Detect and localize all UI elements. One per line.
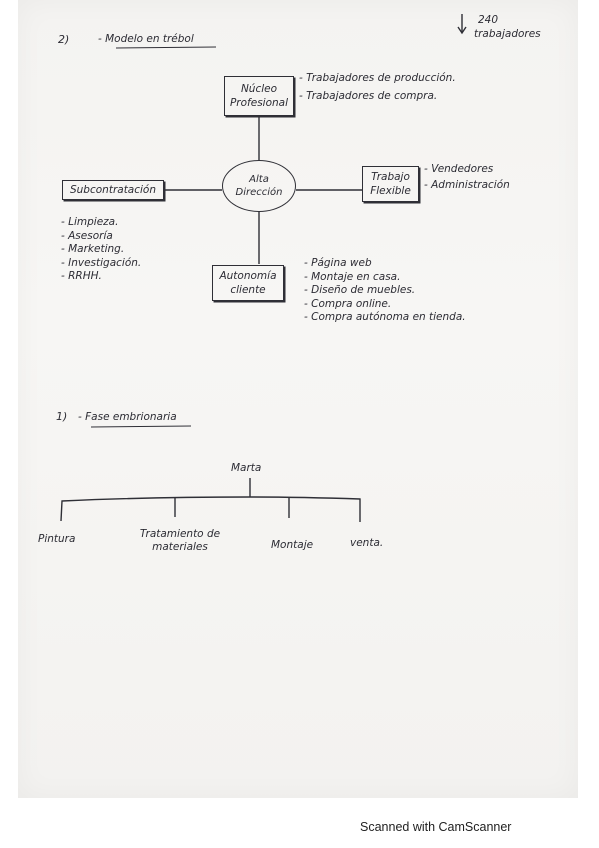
underline-clover [115,46,217,49]
sub-item-1: - Limpieza. [61,216,119,228]
subcontratacion-items: - Limpieza. - Asesoría - Marketing. - In… [61,216,141,284]
nucleo-profesional-box: Núcleo Profesional [224,76,294,116]
alta-direccion-oval: Alta Dirección [222,160,296,212]
nucleo-line1: Núcleo [240,82,278,95]
trabajo-line1: Trabajo [371,170,410,183]
nucleo-item-1: - Trabajadores de producción. [299,72,456,84]
scanned-page [18,0,578,798]
sub-item-3: - Marketing. [61,243,125,256]
underline-phase [90,425,192,428]
tree-root-label: Marta [231,462,262,474]
phase-heading-number: 1) [56,410,68,423]
clover-heading-title: - Modelo en trébol [98,33,194,45]
tree-branch [60,496,361,522]
tree-child-tratamiento: Tratamiento de materiales [139,528,221,554]
nucleo-items: - Trabajadores de producción. - Trabajad… [299,72,456,103]
auto-item-1: - Página web [304,257,372,269]
auto-item-4: - Compra online. [304,297,392,310]
trabajo-item-2: - Administración [424,179,510,192]
autonomia-cliente-box: Autonomía cliente [212,265,284,301]
nucleo-item-2: - Trabajadores de compra. [299,90,438,103]
workers-count: 240 [478,14,499,26]
phase-heading-title: - Fase embrionaria [78,411,177,423]
trabajo-item-1: - Vendedores [424,163,494,175]
sub-item-4: - Investigación. [61,256,142,269]
trabajo-items: - Vendedores - Administración [424,163,510,192]
down-arrow-head [457,26,467,35]
autonomia-line2: cliente [230,284,266,296]
center-line1: Alta [249,174,269,185]
auto-item-5: - Compra autónoma en tienda. [304,311,466,324]
autonomia-items: - Página web - Montaje en casa. - Diseño… [304,257,466,325]
auto-item-3: - Diseño de muebles. [304,284,416,297]
tree-child-venta: venta. [350,537,384,549]
tree-child-pintura: Pintura [38,533,76,545]
trabajo-line2: Flexible [370,185,411,197]
trabajo-flexible-box: Trabajo Flexible [362,166,419,202]
camscanner-watermark: Scanned with CamScanner [360,820,512,834]
autonomia-line1: Autonomía [219,269,277,282]
subcontratacion-box: Subcontratación [62,180,164,200]
nucleo-line2: Profesional [229,97,289,109]
subcontratacion-label: Subcontratación [69,183,157,196]
clover-heading-number: 2) [58,33,70,46]
auto-item-2: - Montaje en casa. [304,270,401,283]
workers-label: trabajadores [474,28,541,40]
sub-item-2: - Asesoría [61,229,113,242]
tree-child-montaje: Montaje [271,539,314,551]
center-line2: Dirección [235,187,283,198]
sub-item-5: - RRHH. [61,270,102,283]
